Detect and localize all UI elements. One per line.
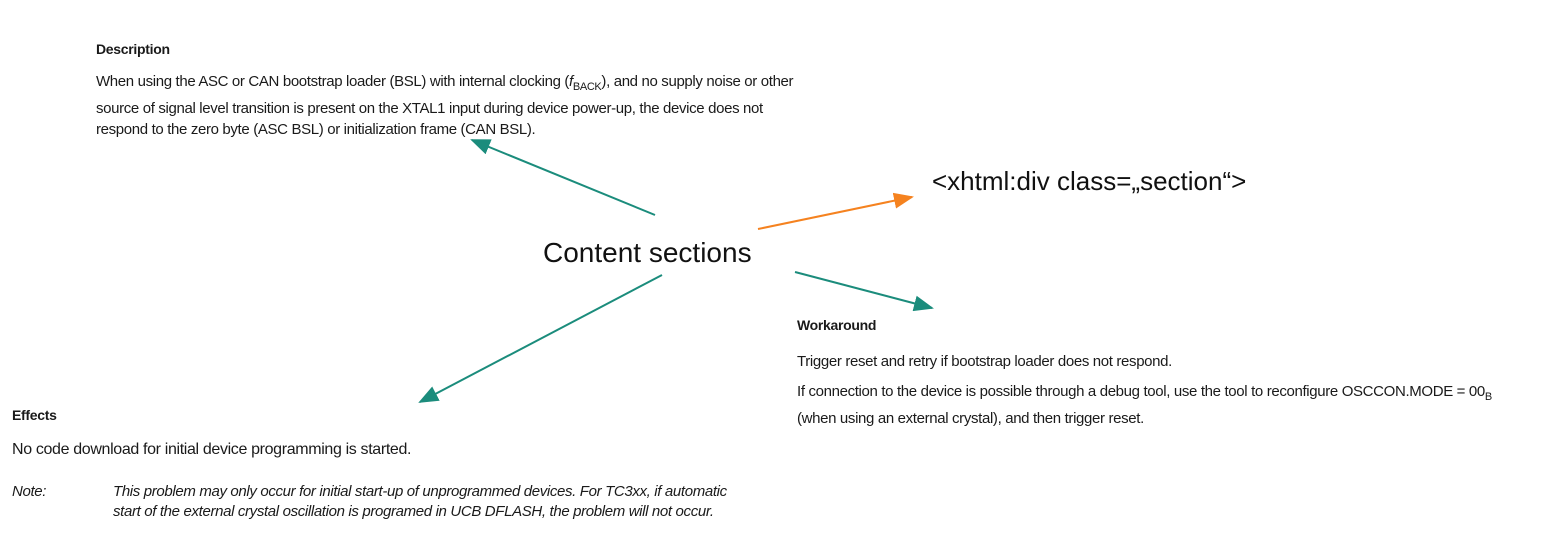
- arrow-to-workaround: [794, 271, 934, 312]
- note-text: This problem may only occur for initial …: [113, 482, 727, 522]
- note-line: This problem may only occur for initial …: [113, 483, 727, 500]
- xhtml-section-label: <xhtml:div class=„section“>: [932, 166, 1247, 196]
- description-heading: Description: [96, 41, 170, 57]
- workaround-line: (when using an external crystal), and th…: [797, 410, 1144, 427]
- workaround-line: Trigger reset and retry if bootstrap loa…: [797, 353, 1172, 370]
- description-text: ), and no supply noise or other: [601, 73, 794, 90]
- note-line: start of the external crystal oscillatio…: [113, 503, 714, 520]
- description-body: When using the ASC or CAN bootstrap load…: [96, 71, 794, 140]
- effects-heading: Effects: [12, 407, 57, 423]
- f-symbol: f: [569, 73, 573, 90]
- workaround-text: If connection to the device is possible …: [797, 383, 1485, 400]
- description-text: When using the ASC or CAN bootstrap load…: [96, 73, 570, 90]
- back-subscript: BACK: [572, 81, 602, 93]
- binary-subscript: B: [1484, 391, 1492, 403]
- arrow-to-effects: [418, 274, 663, 403]
- workaround-heading: Workaround: [797, 317, 877, 333]
- description-text: respond to the zero byte (ASC BSL) or in…: [96, 121, 536, 138]
- workaround-line: If connection to the device is possible …: [797, 381, 1492, 408]
- arrow-to-code-label: [757, 192, 914, 230]
- arrow-to-description: [470, 139, 656, 216]
- note-label: Note:: [12, 483, 47, 500]
- effects-body: No code download for initial device prog…: [12, 441, 412, 458]
- content-sections-label: Content sections: [543, 237, 752, 268]
- description-text: source of signal level transition is pre…: [96, 100, 763, 117]
